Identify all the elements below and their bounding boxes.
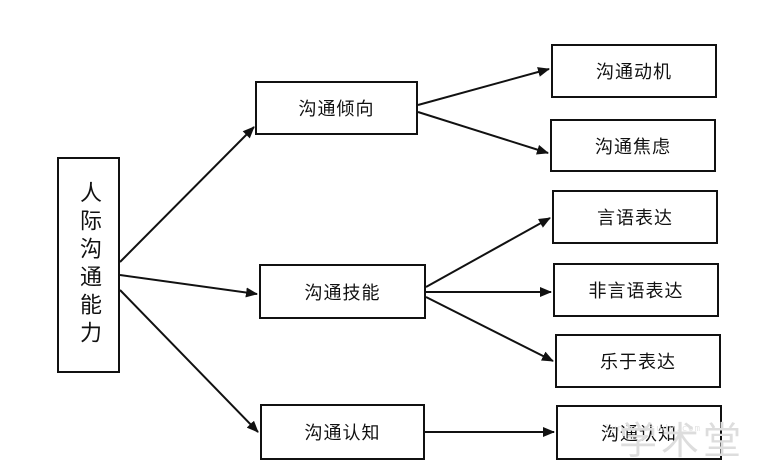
edge-skills-to-verbal (425, 217, 551, 288)
edge-root-to-cognition (119, 289, 259, 433)
leaf-node-willing-to-express: 乐于表达 (555, 334, 721, 388)
leaf-node-communication-cognition: 沟通认知 (556, 405, 722, 460)
branch-node-communication-skills: 沟通技能 (259, 264, 426, 319)
root-node: 人际沟通能力 (57, 157, 120, 373)
branch-node-label: 沟通认知 (304, 423, 381, 444)
leaf-node-label: 非言语表达 (588, 281, 684, 302)
branch-node-label: 沟通技能 (304, 282, 381, 304)
branch-node-label: 沟通倾向 (298, 99, 375, 120)
edge-root-to-skills (119, 274, 258, 298)
leaf-node-communication-motivation: 沟通动机 (551, 44, 717, 98)
edge-tendency-to-motivation (417, 67, 550, 106)
leaf-node-label: 沟通动机 (596, 62, 672, 83)
leaf-node-communication-anxiety: 沟通焦虑 (550, 119, 716, 172)
leaf-node-label: 沟通认知 (601, 423, 677, 445)
branch-node-communication-tendency: 沟通倾向 (255, 81, 418, 135)
edge-skills-to-willing (425, 296, 554, 362)
edge-tendency-to-anxiety (417, 111, 549, 155)
leaf-node-verbal-expression: 言语表达 (552, 190, 718, 244)
root-node-label: 人际沟通能力 (76, 181, 101, 349)
leaf-node-label: 沟通焦虑 (595, 136, 671, 158)
edge-root-to-tendency (119, 126, 255, 263)
leaf-node-label: 言语表达 (597, 208, 673, 229)
watermark-url: lunwenstudy.com (604, 424, 701, 434)
leaf-node-nonverbal-expression: 非言语表达 (553, 263, 719, 317)
watermark-logo: 学术堂 (618, 419, 745, 463)
branch-node-communication-cognition: 沟通认知 (260, 404, 425, 460)
leaf-node-label: 乐于表达 (600, 352, 676, 373)
